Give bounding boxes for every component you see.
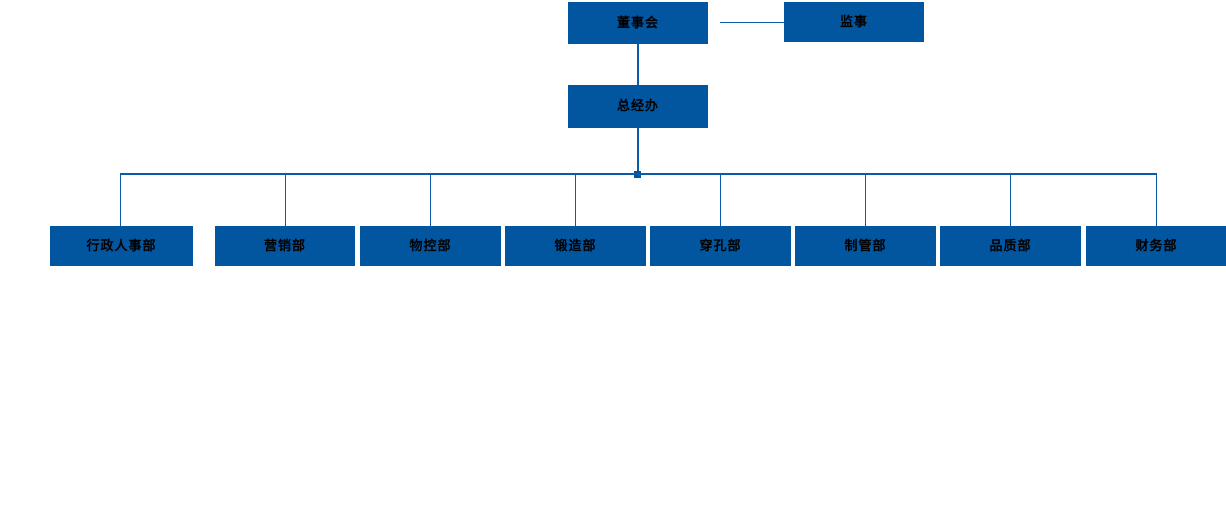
node-department-marketing[interactable]: 营销部 [215,226,355,266]
connector-drop-dept-1 [120,173,121,226]
node-board-of-directors[interactable]: 董事会 [568,2,708,44]
node-label: 品质部 [989,238,1032,254]
connector-drop-dept-2 [285,173,286,226]
node-label: 财务部 [1135,238,1178,254]
connector-board-to-gm-office [637,44,639,85]
node-department-forging[interactable]: 锻造部 [505,226,646,266]
node-label: 行政人事部 [86,238,157,254]
connector-board-to-supervisor [720,22,784,23]
node-label: 锻造部 [554,238,597,254]
connector-drop-dept-7 [1010,173,1011,226]
node-label: 营销部 [263,238,306,254]
node-label: 监事 [839,14,868,30]
node-label: 总经办 [616,99,659,114]
node-label: 制管部 [844,238,887,254]
node-department-finance[interactable]: 财务部 [1086,226,1226,266]
node-supervisor[interactable]: 监事 [784,2,924,42]
node-general-manager-office[interactable]: 总经办 [568,85,708,128]
node-label: 物控部 [409,238,452,254]
connector-drop-dept-3 [430,173,431,226]
connector-gm-office-to-bus [637,128,639,174]
node-department-quality[interactable]: 品质部 [940,226,1081,266]
connector-bus-horizontal [120,173,1157,175]
node-department-piercing[interactable]: 穿孔部 [650,226,791,266]
node-department-administration-hr[interactable]: 行政人事部 [50,226,193,266]
node-label: 穿孔部 [699,238,742,254]
node-department-tube-making[interactable]: 制管部 [795,226,936,266]
node-label: 董事会 [616,15,659,31]
connector-drop-dept-5 [720,173,721,226]
node-department-material-control[interactable]: 物控部 [360,226,501,266]
connector-drop-dept-6 [865,173,866,226]
connector-drop-dept-4 [575,173,576,226]
connector-drop-dept-8 [1156,173,1157,226]
